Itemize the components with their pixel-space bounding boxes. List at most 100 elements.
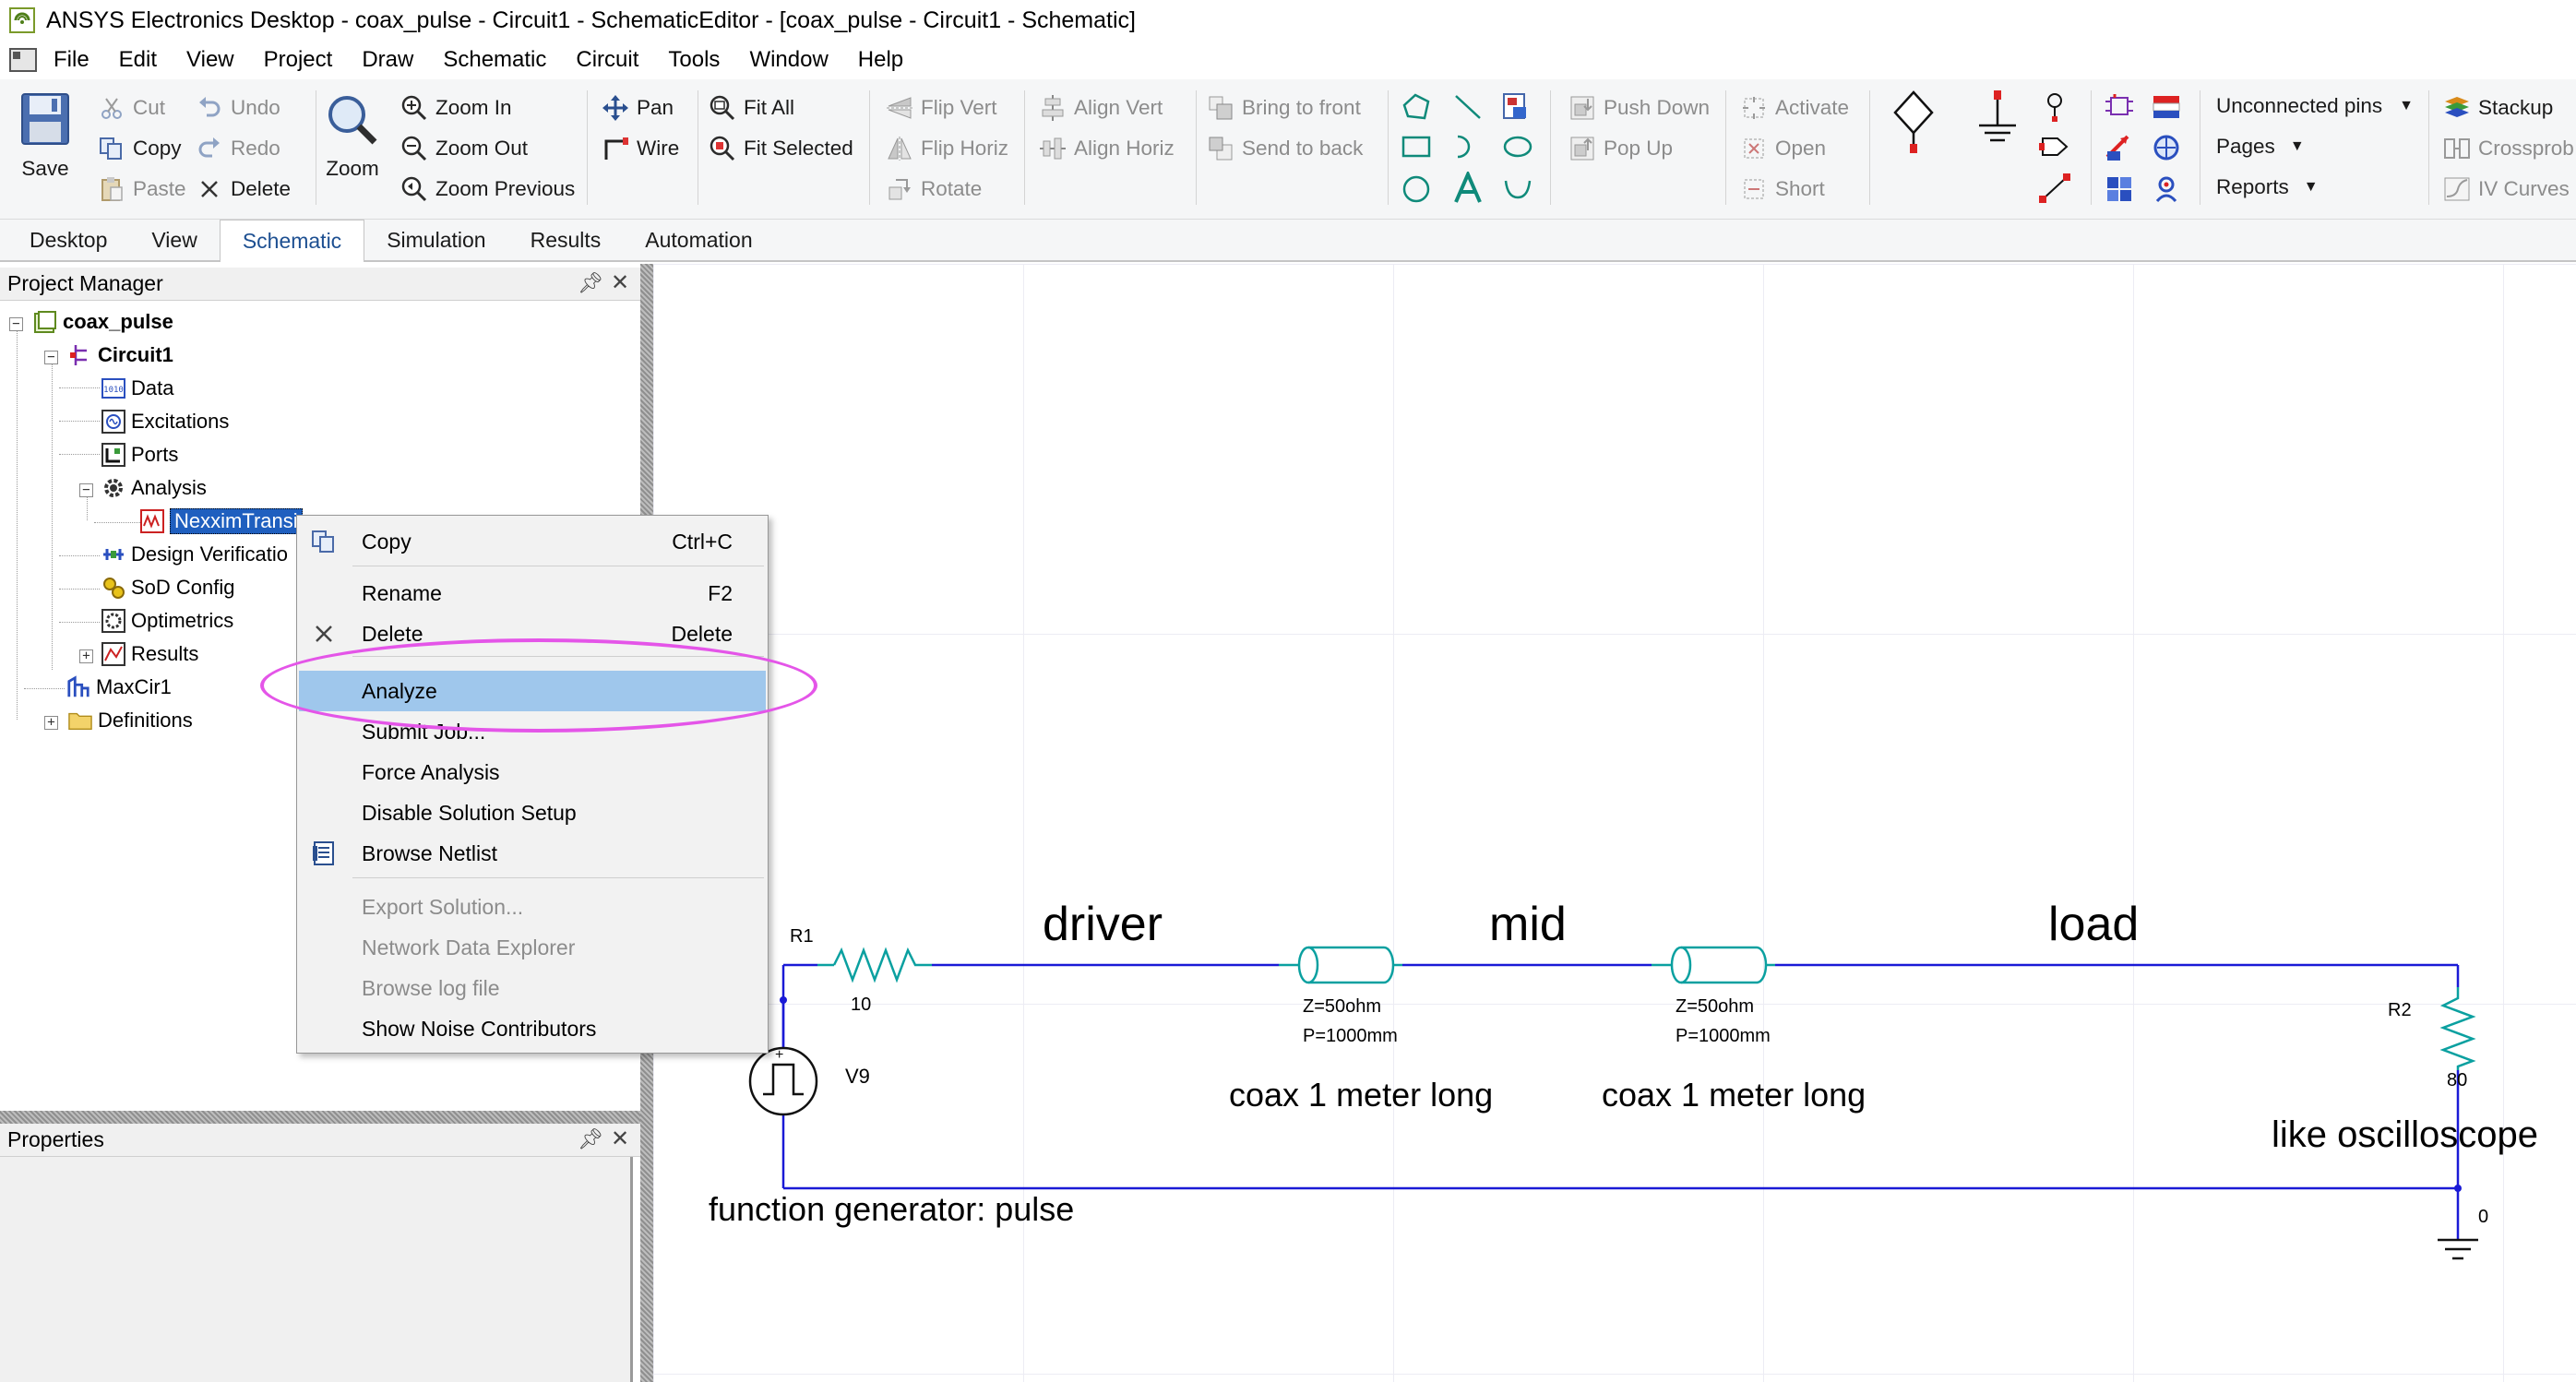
menu-draw[interactable]: Draw [362, 47, 414, 72]
menu-schematic[interactable]: Schematic [443, 47, 547, 72]
resistor-r2[interactable] [2439, 987, 2476, 1070]
bring-to-front-button[interactable]: Bring to front [1207, 94, 1361, 122]
tree-maxcir[interactable]: MaxCir1 [66, 673, 172, 701]
undo-button[interactable]: Undo [196, 94, 280, 122]
tree-nexxim-setup[interactable]: NexximTransi [140, 507, 303, 535]
page-connector-button[interactable] [2043, 92, 2067, 122]
tree-analysis[interactable]: Analysis [101, 474, 207, 502]
ground-symbol[interactable] [2438, 1233, 2478, 1260]
tab-automation[interactable]: Automation [645, 227, 753, 252]
align-horiz-button[interactable]: Align Horiz [1039, 135, 1175, 162]
coax-tline-2[interactable] [1652, 946, 1775, 984]
cut-button[interactable]: Cut [98, 94, 165, 122]
push-down-button[interactable]: Push Down [1568, 94, 1710, 122]
collapse-toggle[interactable]: − [9, 317, 23, 331]
menu-item-disable-solution-setup[interactable]: Disable Solution Setup [299, 792, 766, 833]
expand-toggle[interactable]: + [44, 716, 58, 730]
open-button[interactable]: Open [1740, 135, 1826, 162]
coax-tline-1[interactable] [1279, 946, 1402, 984]
tab-view[interactable]: View [151, 227, 197, 252]
redo-button[interactable]: Redo [196, 135, 280, 162]
draw-ellipse-button[interactable] [1502, 133, 1533, 161]
align-vert-button[interactable]: Align Vert [1039, 94, 1163, 122]
expand-toggle[interactable]: + [79, 649, 93, 663]
tree-project[interactable]: coax_pulse [33, 308, 173, 336]
pop-up-button[interactable]: Pop Up [1568, 135, 1673, 162]
collapse-toggle[interactable]: − [79, 483, 93, 497]
menu-item-browse-netlist[interactable]: Browse Netlist [299, 833, 766, 874]
tree-results[interactable]: Results [101, 640, 198, 668]
pin-icon[interactable]: 📌︎ [578, 1127, 603, 1150]
pin-icon[interactable]: 📌︎ [578, 271, 603, 294]
menu-item-copy[interactable]: Copy Ctrl+C [299, 521, 766, 562]
zoom-button[interactable]: Zoom [325, 92, 380, 181]
tree-excitations[interactable]: Excitations [101, 408, 229, 435]
tree-optimetrics[interactable]: Optimetrics [101, 607, 233, 635]
menu-circuit[interactable]: Circuit [576, 47, 639, 72]
schematic-canvas[interactable]: + R1 10 V9 driver mid load Z=50ohm P=100… [653, 264, 2576, 1382]
component-tool-4[interactable] [2152, 133, 2181, 162]
fit-selected-button[interactable]: Fit Selected [709, 135, 853, 162]
draw-polygon-button[interactable] [1401, 92, 1432, 122]
tab-desktop[interactable]: Desktop [30, 227, 108, 252]
rotate-button[interactable]: Rotate [886, 175, 982, 203]
stackup-button[interactable]: Stackup [2443, 94, 2553, 122]
menu-item-analyze[interactable]: Analyze [299, 671, 766, 711]
menu-item-export-solution[interactable]: Export Solution... [299, 887, 766, 927]
activate-button[interactable]: Activate [1740, 94, 1849, 122]
copy-button[interactable]: Copy [98, 135, 182, 162]
menu-item-force-analysis[interactable]: Force Analysis [299, 752, 766, 792]
menu-item-submit-job[interactable]: Submit Job... [299, 711, 766, 752]
wire-button[interactable]: Wire [602, 135, 679, 162]
menu-view[interactable]: View [186, 47, 234, 72]
interface-port-button[interactable] [2039, 133, 2072, 161]
iv-curves-button[interactable]: IV Curves [2443, 175, 2570, 203]
menu-item-delete[interactable]: Delete Delete [299, 614, 766, 654]
component-tool-5[interactable] [2104, 173, 2135, 203]
crossprob-button[interactable]: Crossprob [2443, 135, 2574, 162]
component-tool-1[interactable] [2104, 92, 2135, 122]
draw-circle-button[interactable] [1401, 173, 1432, 205]
add-port-button[interactable] [1893, 90, 1934, 155]
menu-project[interactable]: Project [263, 47, 333, 72]
menu-item-browse-log-file[interactable]: Browse log file [299, 968, 766, 1008]
reports-dropdown[interactable]: Reports ▼ [2216, 175, 2319, 199]
tree-data[interactable]: 1010 Data [101, 375, 173, 402]
tree-circuit[interactable]: Circuit1 [68, 341, 173, 369]
tree-design-verification[interactable]: Design Verificatio [101, 541, 288, 568]
pages-dropdown[interactable]: Pages ▼ [2216, 135, 2305, 159]
net-label-button[interactable] [2039, 173, 2070, 203]
tab-simulation[interactable]: Simulation [387, 227, 486, 252]
pan-button[interactable]: Pan [602, 94, 674, 122]
save-button[interactable]: Save [20, 92, 70, 181]
close-icon[interactable]: ✕ [611, 270, 630, 295]
component-tool-3[interactable] [2104, 133, 2135, 162]
flip-vert-button[interactable]: Flip Vert [886, 94, 997, 122]
pulse-source-v9[interactable]: + [748, 1000, 818, 1116]
draw-line-button[interactable] [1452, 92, 1484, 122]
window-menu-icon[interactable] [9, 48, 37, 72]
menu-item-show-noise-contributors[interactable]: Show Noise Contributors [299, 1008, 766, 1049]
draw-text-button[interactable] [1452, 172, 1484, 205]
tree-sod-config[interactable]: SoD Config [101, 574, 235, 602]
resistor-r1[interactable] [817, 947, 932, 983]
short-button[interactable]: Short [1740, 175, 1825, 203]
draw-spline-button[interactable] [1502, 175, 1533, 203]
add-ground-button[interactable] [1976, 90, 2019, 151]
draw-image-button[interactable] [1502, 92, 1530, 122]
draw-arc-button[interactable] [1452, 133, 1484, 161]
delete-button[interactable]: Delete [196, 175, 291, 203]
tab-schematic[interactable]: Schematic [219, 220, 365, 262]
tree-ports[interactable]: Ports [101, 441, 178, 469]
unconnected-pins-dropdown[interactable]: Unconnected pins ▼ [2216, 94, 2414, 118]
zoom-previous-button[interactable]: Zoom Previous [400, 175, 575, 203]
horizontal-splitter[interactable] [0, 1111, 640, 1124]
tree-definitions[interactable]: Definitions [68, 707, 193, 734]
component-tool-6[interactable] [2152, 173, 2181, 203]
component-tool-2[interactable] [2152, 92, 2181, 120]
menu-help[interactable]: Help [857, 47, 904, 72]
menu-item-rename[interactable]: Rename F2 [299, 573, 766, 614]
menu-edit[interactable]: Edit [118, 47, 158, 72]
close-icon[interactable]: ✕ [611, 1126, 630, 1151]
send-to-back-button[interactable]: Send to back [1207, 135, 1363, 162]
